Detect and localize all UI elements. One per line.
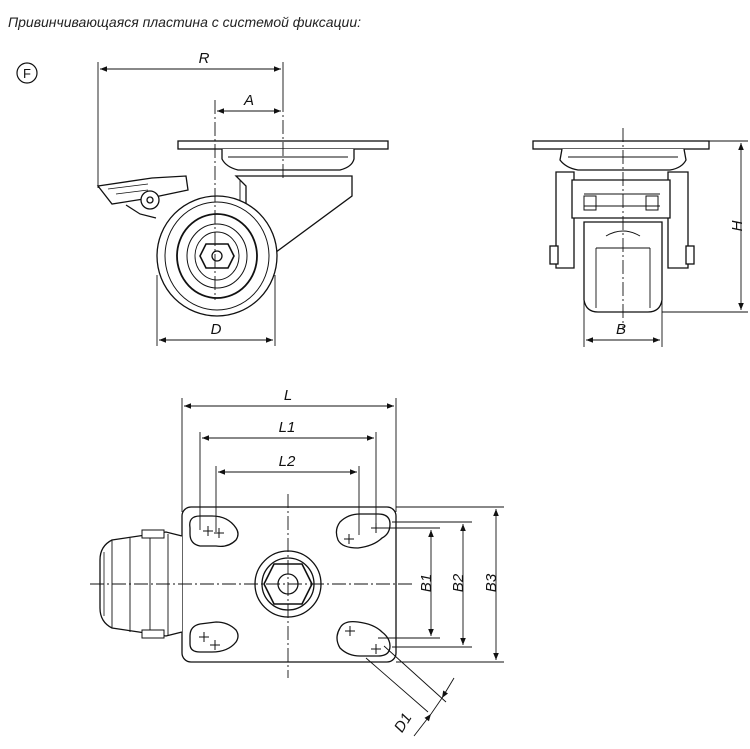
svg-text:D: D (211, 321, 222, 338)
mounting-hole-top-right (335, 513, 391, 549)
dimension-r: R (97, 50, 284, 188)
dimension-a: A (217, 92, 281, 114)
svg-text:F: F (23, 66, 31, 81)
svg-text:R: R (199, 50, 210, 67)
svg-text:L2: L2 (279, 453, 296, 470)
side-view (96, 140, 389, 317)
dimension-b1: B1 (378, 527, 440, 639)
dimension-l: L (181, 387, 397, 512)
svg-text:H: H (729, 220, 746, 231)
dimension-d: D (156, 275, 276, 346)
svg-text:L1: L1 (279, 419, 296, 436)
dimension-l1: L1 (199, 419, 377, 530)
drawing-caption: Привинчивающаяся пластина с системой фик… (8, 14, 361, 30)
dimension-b2: B2 (392, 521, 472, 648)
svg-text:B3: B3 (483, 573, 500, 592)
svg-text:B: B (616, 321, 626, 338)
dimension-b3: B3 (396, 506, 504, 663)
variant-badge: F (16, 62, 38, 84)
front-view (532, 140, 710, 313)
dimension-l2: L2 (215, 453, 360, 535)
top-view (99, 506, 397, 663)
mounting-hole-bottom-left (189, 621, 239, 653)
dimension-b: B (583, 300, 663, 347)
svg-text:B2: B2 (450, 573, 467, 592)
svg-text:L: L (284, 387, 292, 404)
mounting-hole-top-left (189, 515, 239, 548)
svg-text:B1: B1 (418, 574, 435, 592)
svg-text:D1: D1 (391, 710, 416, 735)
svg-text:A: A (243, 92, 254, 109)
dimension-h: H (662, 140, 748, 313)
mounting-hole-bottom-right (336, 620, 391, 657)
